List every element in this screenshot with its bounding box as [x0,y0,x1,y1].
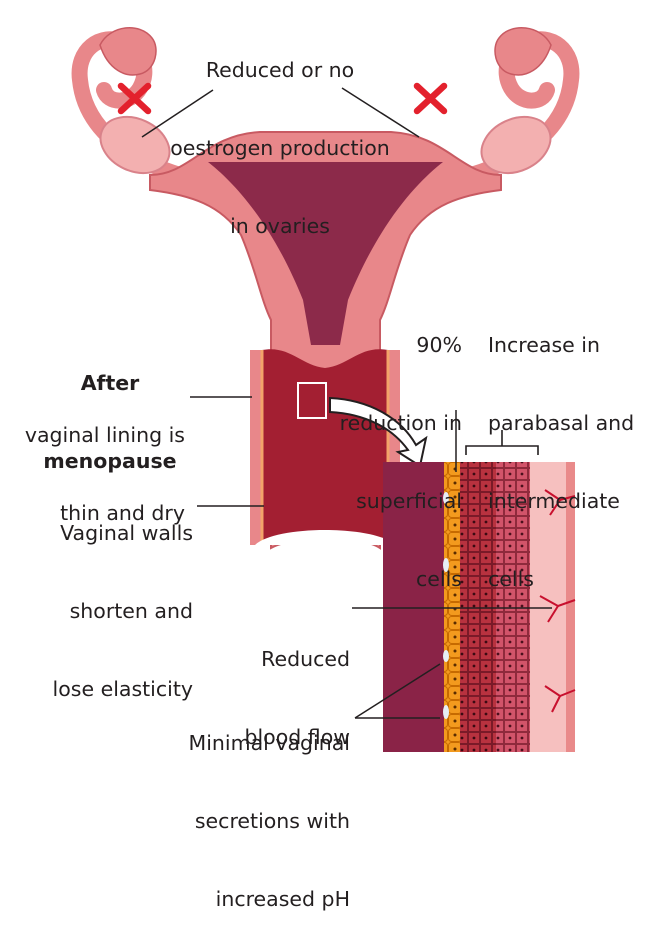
secretions-label: Minimal vaginal secretions with increase… [120,678,350,938]
red-cross-icon [417,86,444,111]
superficial-cells-label: 90% reduction in superficial cells [280,280,462,618]
ovaries-label: Reduced or no oestrogen production in ov… [155,5,405,265]
diagram: Reduced or no oestrogen production in ov… [0,0,651,766]
parabasal-cells-label: Increase in parabasal and intermediate c… [488,280,651,618]
